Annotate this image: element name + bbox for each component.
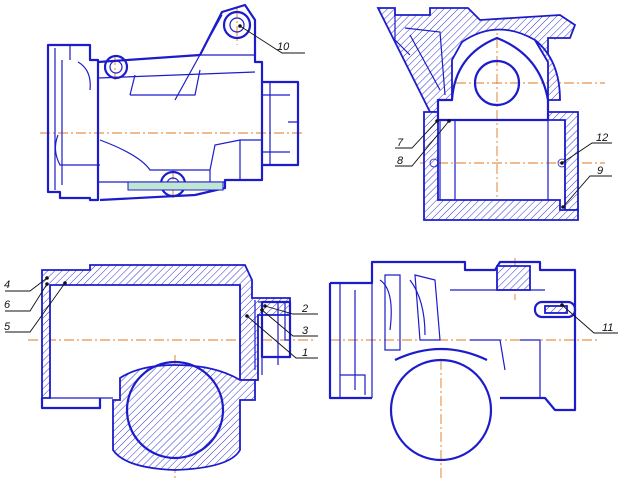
view-top-right [376, 7, 605, 221]
view-bottom-right [328, 258, 600, 478]
callout-1: 1 [302, 347, 308, 359]
callout-labels: 10 7 8 12 9 4 6 5 2 3 1 11 [4, 41, 613, 359]
callout-3: 3 [302, 325, 309, 337]
callout-7: 7 [397, 137, 404, 149]
callout-11: 11 [602, 322, 613, 334]
callout-4: 4 [4, 279, 10, 291]
callout-5: 5 [4, 321, 11, 333]
callout-10: 10 [277, 41, 290, 53]
callout-9: 9 [597, 165, 603, 177]
callout-8: 8 [397, 155, 404, 167]
callout-leaders [5, 24, 618, 359]
view-top-left [40, 3, 305, 202]
callout-12: 12 [596, 132, 608, 144]
view-bottom-left [28, 264, 315, 478]
callout-2: 2 [301, 303, 308, 315]
callout-6: 6 [4, 299, 11, 311]
